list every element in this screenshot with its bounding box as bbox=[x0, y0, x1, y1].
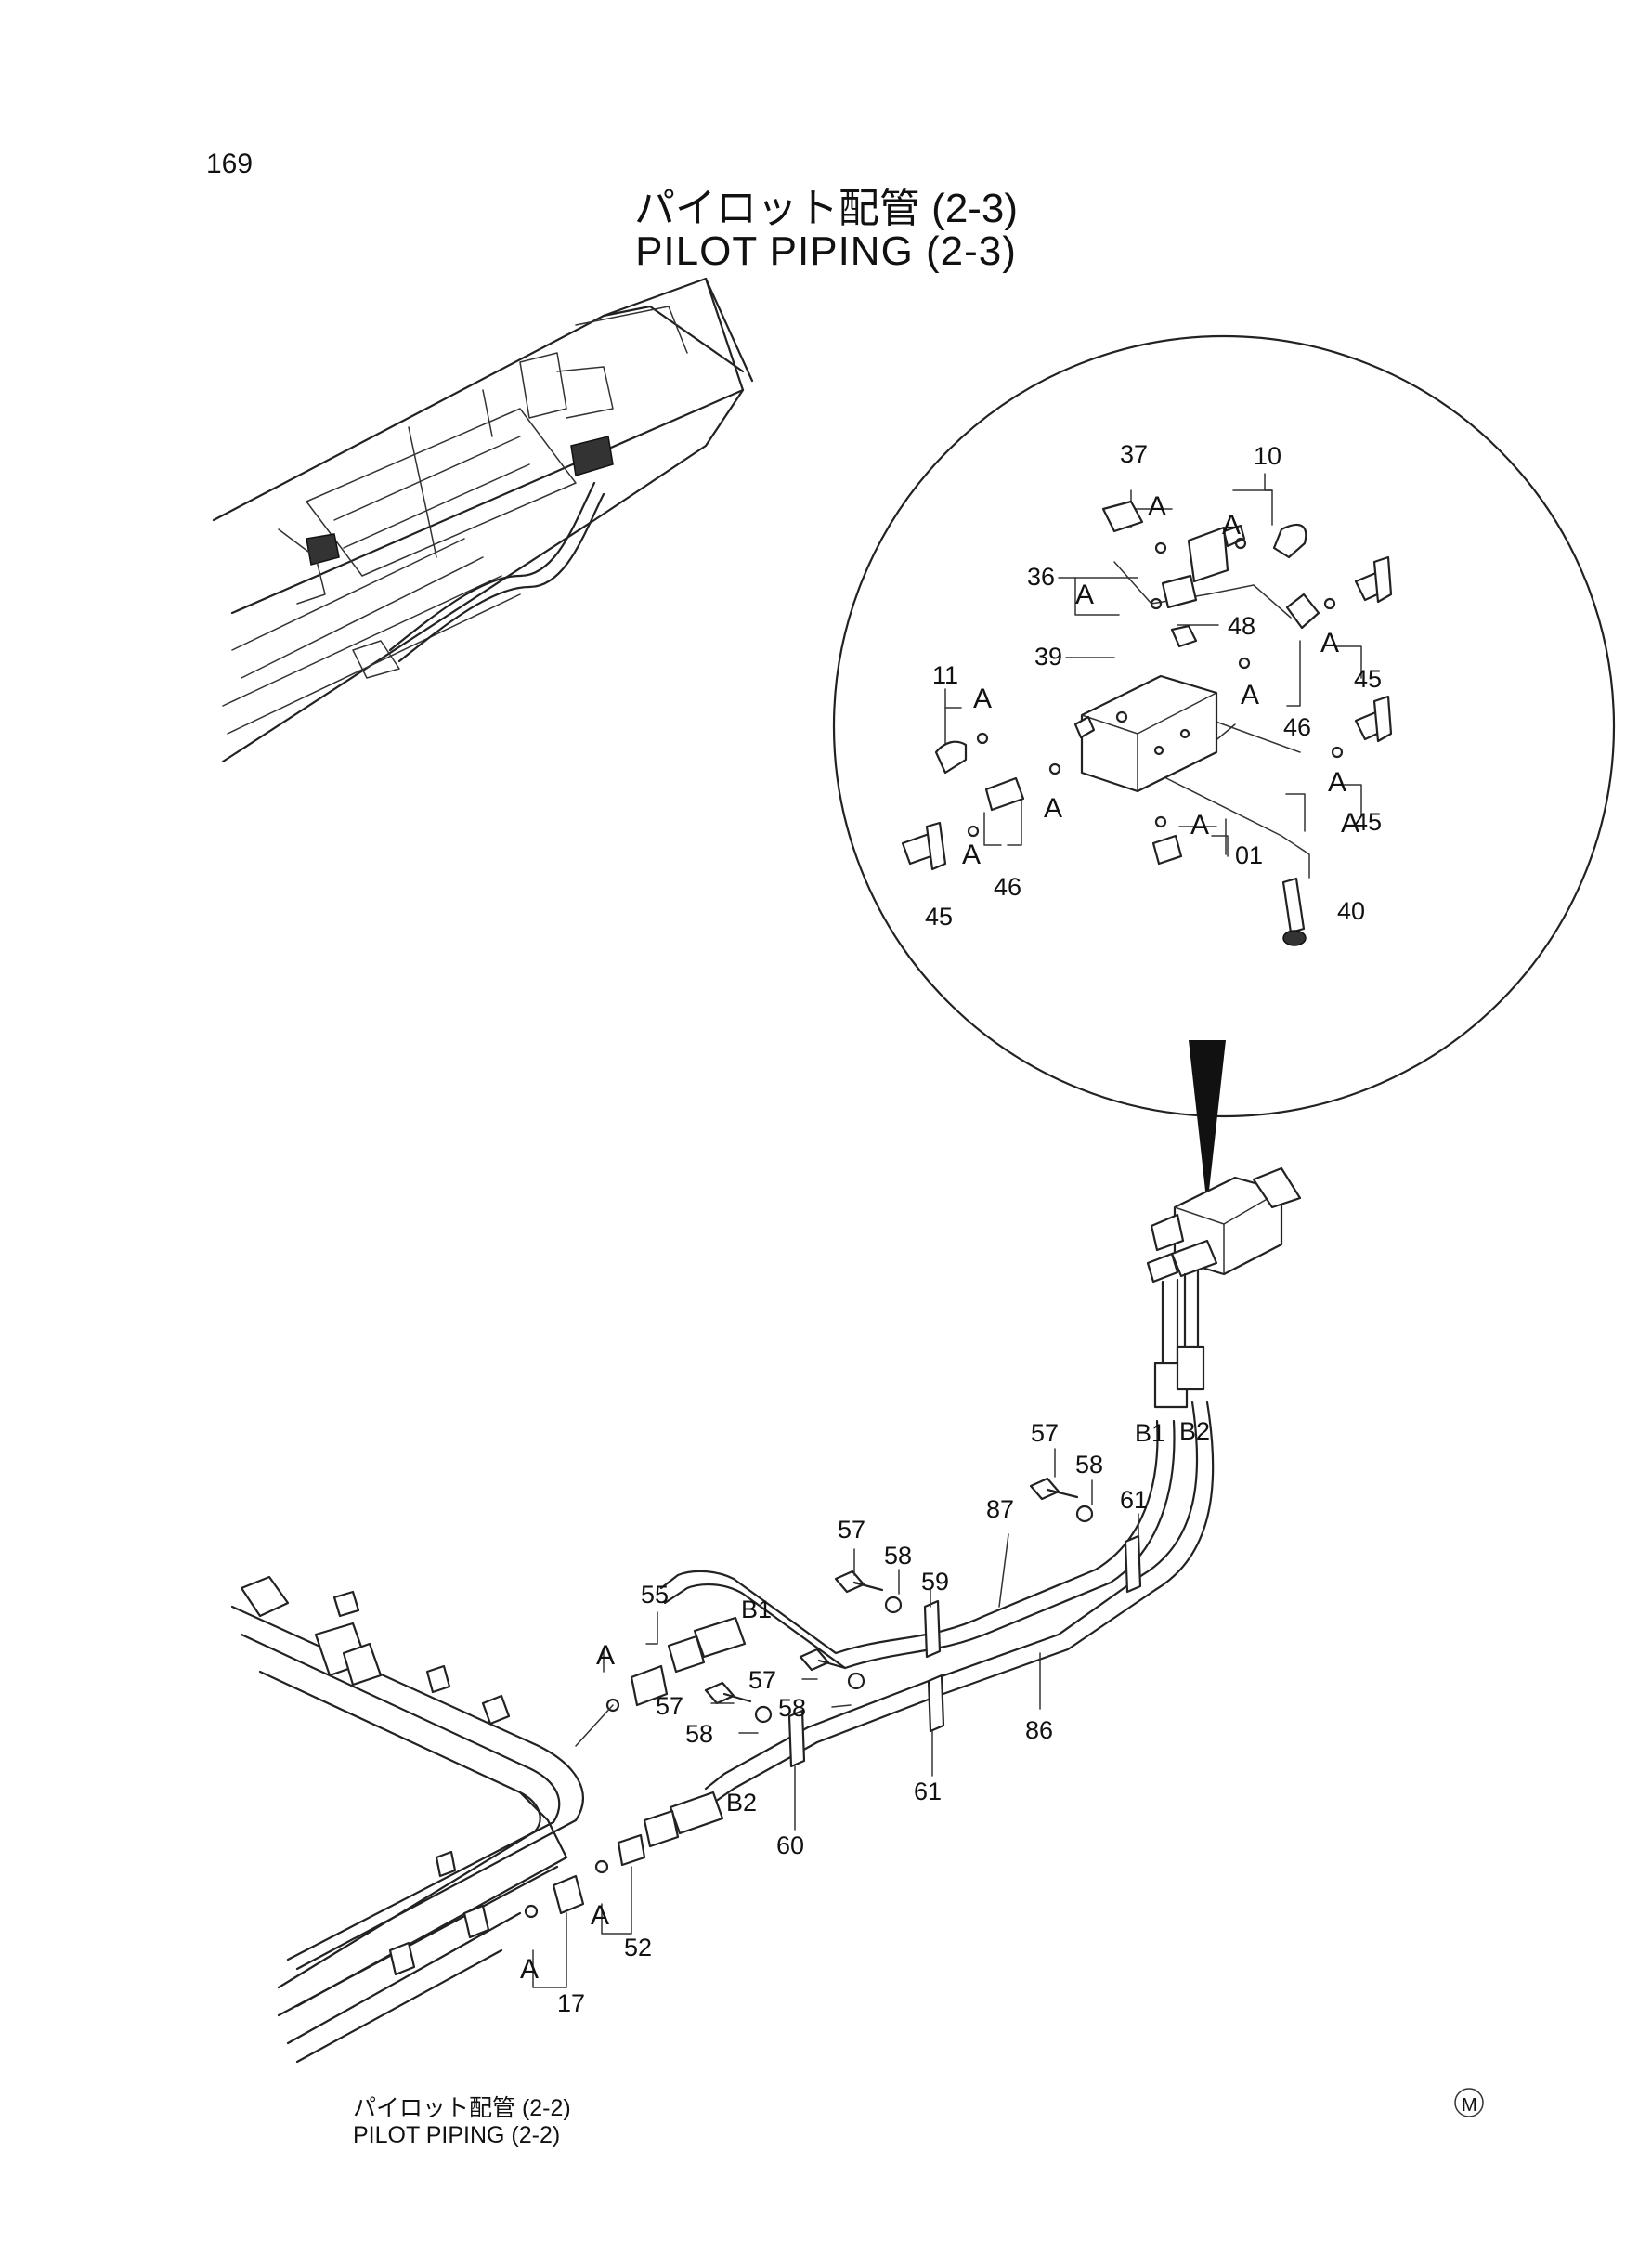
detail-pointer bbox=[1189, 1040, 1226, 1207]
detail-letter-a: A bbox=[1341, 808, 1359, 839]
page-number: 169 bbox=[206, 149, 254, 179]
callout-45-left: 45 bbox=[925, 903, 953, 931]
callout-45-lower: 45 bbox=[1354, 808, 1382, 836]
main-letter-a: A bbox=[520, 1954, 539, 1985]
callout-87: 87 bbox=[986, 1495, 1014, 1523]
callout-61-upper: 61 bbox=[1120, 1486, 1148, 1514]
main-leader-lines bbox=[532, 1448, 1139, 1988]
detail-letter-a: A bbox=[962, 840, 981, 870]
m-logo-letter: M bbox=[1462, 2095, 1477, 2116]
callout-52: 52 bbox=[624, 1934, 652, 1961]
callout-58: 58 bbox=[884, 1542, 912, 1570]
m-logo: M bbox=[1454, 2088, 1484, 2117]
callout-58: 58 bbox=[1075, 1451, 1103, 1479]
detail-letter-a: A bbox=[973, 684, 992, 714]
detail-letter-a: A bbox=[1328, 767, 1346, 798]
callout-58: 58 bbox=[685, 1720, 713, 1748]
reference-label-english: PILOT PIPING (2-2) bbox=[353, 2122, 561, 2148]
callout-37: 37 bbox=[1120, 440, 1148, 468]
callout-36: 36 bbox=[1027, 563, 1055, 591]
main-letter-a: A bbox=[596, 1640, 615, 1671]
detail-letter-a: A bbox=[1044, 793, 1062, 824]
page-title-english: PILOT PIPING (2-3) bbox=[635, 228, 1017, 274]
main-letter-a: A bbox=[591, 1900, 609, 1931]
reference-label-japanese: パイロット配管 (2-2) bbox=[353, 2095, 571, 2121]
hose-end-label-b1: B1 bbox=[741, 1596, 772, 1623]
detail-letter-a: A bbox=[1190, 810, 1209, 840]
callout-57: 57 bbox=[838, 1516, 865, 1544]
callout-61-lower: 61 bbox=[914, 1778, 942, 1805]
callout-60: 60 bbox=[776, 1831, 804, 1859]
callout-57: 57 bbox=[656, 1692, 683, 1720]
callout-55: 55 bbox=[641, 1581, 669, 1609]
callout-59: 59 bbox=[921, 1568, 949, 1596]
callout-57: 57 bbox=[1031, 1419, 1059, 1447]
callout-10: 10 bbox=[1254, 442, 1281, 470]
detail-letter-a: A bbox=[1222, 510, 1241, 541]
callout-40: 40 bbox=[1337, 897, 1365, 925]
page-title-japanese: パイロット配管 (2-3) bbox=[633, 186, 1019, 231]
callout-58: 58 bbox=[778, 1694, 806, 1722]
main-assembly bbox=[524, 1166, 1302, 1919]
detail-letter-a: A bbox=[1320, 628, 1339, 658]
detail-letter-a: A bbox=[1075, 580, 1094, 610]
machine-overview-illustration bbox=[212, 277, 754, 763]
callout-39: 39 bbox=[1034, 643, 1062, 671]
detail-letter-a: A bbox=[1148, 491, 1166, 522]
callout-46-right: 46 bbox=[1283, 713, 1311, 741]
callout-17: 17 bbox=[557, 1989, 585, 2017]
hose-end-label-b2: B2 bbox=[1179, 1417, 1210, 1445]
callout-45-upper: 45 bbox=[1354, 665, 1382, 693]
callout-57: 57 bbox=[748, 1666, 776, 1694]
callout-86: 86 bbox=[1025, 1716, 1053, 1744]
callout-11: 11 bbox=[932, 661, 958, 689]
callout-48: 48 bbox=[1228, 612, 1255, 640]
hose-end-label-b1: B1 bbox=[1135, 1419, 1165, 1447]
callout-46-left: 46 bbox=[994, 873, 1021, 901]
callout-01: 01 bbox=[1235, 841, 1263, 869]
lower-left-piping bbox=[230, 1575, 614, 2064]
detail-letter-a: A bbox=[1241, 680, 1259, 710]
detail-view: 37 10 36 48 39 11 45 46 45 46 45 01 40 A… bbox=[832, 334, 1616, 1207]
hose-end-label-b2: B2 bbox=[726, 1789, 757, 1817]
